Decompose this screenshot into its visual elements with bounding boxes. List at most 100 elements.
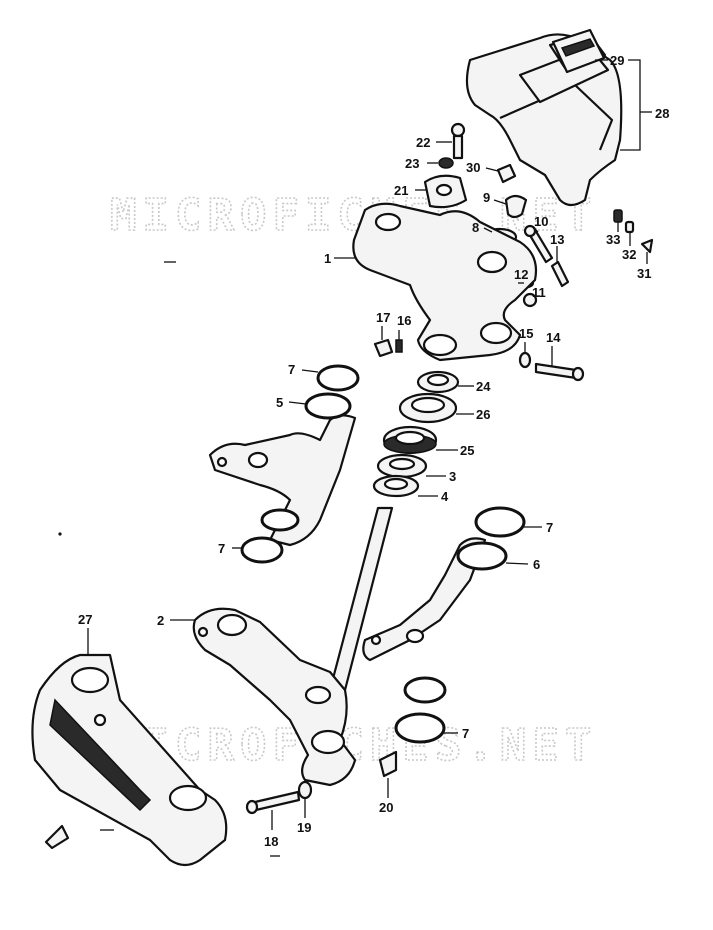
svg-text:31: 31 xyxy=(637,266,651,281)
svg-text:12: 12 xyxy=(514,267,528,282)
label-plate-part-29 xyxy=(551,28,606,74)
fitting-part-32 xyxy=(624,220,635,234)
spring-part-16 xyxy=(395,339,403,353)
washer-part-19 xyxy=(297,780,313,800)
svg-text:27: 27 xyxy=(78,612,92,627)
clip-part-20 xyxy=(378,750,398,778)
svg-text:20: 20 xyxy=(379,800,393,815)
upper-bracket-part-1 xyxy=(352,202,538,362)
callout-6: 6 xyxy=(505,557,540,572)
bolt-part-22 xyxy=(450,122,466,160)
svg-text:5: 5 xyxy=(276,395,283,410)
svg-text:10: 10 xyxy=(534,214,548,229)
svg-text:7: 7 xyxy=(218,541,225,556)
svg-text:6: 6 xyxy=(533,557,540,572)
svg-text:19: 19 xyxy=(297,820,311,835)
steering-stem-part-2 xyxy=(192,506,394,787)
nut-part-11 xyxy=(522,292,538,308)
washer-part-23 xyxy=(438,157,454,169)
clip-part-30 xyxy=(496,163,517,184)
bolt-part-18 xyxy=(245,790,301,815)
svg-text:2: 2 xyxy=(157,613,164,628)
rubber-ring-part-7-upper-right xyxy=(474,506,526,538)
callout-8: 8 xyxy=(472,220,493,235)
fork-cover-bracket-part-6 xyxy=(362,537,508,704)
svg-text:7: 7 xyxy=(462,726,469,741)
callout-10: 10 xyxy=(533,214,548,233)
callout-28: 28 xyxy=(620,59,669,151)
scan-dot xyxy=(58,532,62,536)
fork-cover-bracket-part-5 xyxy=(208,392,357,547)
callout-33: 33 xyxy=(606,222,620,247)
callout-12: 12 xyxy=(514,267,528,284)
svg-text:9: 9 xyxy=(483,190,490,205)
callout-1: 1 xyxy=(324,251,356,266)
callout-31: 31 xyxy=(637,252,651,281)
svg-text:7: 7 xyxy=(288,362,295,377)
svg-text:22: 22 xyxy=(416,135,430,150)
fitting-part-31 xyxy=(640,238,654,254)
svg-text:26: 26 xyxy=(476,407,490,422)
callout-27: 27 xyxy=(78,612,92,656)
svg-text:16: 16 xyxy=(397,313,411,328)
lower-cover-part-27 xyxy=(31,653,228,867)
svg-text:18: 18 xyxy=(264,834,278,849)
svg-text:25: 25 xyxy=(460,443,474,458)
svg-text:21: 21 xyxy=(394,183,408,198)
bolt-part-10 xyxy=(523,224,554,264)
callout-18: 18 xyxy=(264,810,278,849)
callout-3: 3 xyxy=(426,469,456,484)
callout-15: 15 xyxy=(519,326,533,352)
svg-text:11: 11 xyxy=(532,285,546,300)
callout-32: 32 xyxy=(622,232,636,262)
nut-part-17 xyxy=(373,338,394,358)
callout-19: 19 xyxy=(297,798,311,835)
callout-22: 22 xyxy=(416,135,452,150)
callout-7-c: 7 xyxy=(524,520,553,535)
svg-text:32: 32 xyxy=(622,247,636,262)
washer-part-15 xyxy=(518,351,532,369)
callout-26: 26 xyxy=(456,407,490,422)
svg-text:8: 8 xyxy=(472,220,479,235)
callout-4: 4 xyxy=(418,489,449,504)
callout-30: 30 xyxy=(466,160,499,175)
callout-7-a: 7 xyxy=(288,362,319,377)
handlebar-clamp-part-21 xyxy=(423,174,468,209)
rubber-ring-part-7-upper-left xyxy=(316,364,360,392)
callout-21: 21 xyxy=(394,183,426,198)
svg-text:30: 30 xyxy=(466,160,480,175)
callout-17: 17 xyxy=(376,310,390,340)
callout-29: 29 xyxy=(595,53,624,68)
callout-5: 5 xyxy=(276,395,307,410)
callout-16: 16 xyxy=(397,313,411,340)
callout-14: 14 xyxy=(546,330,561,366)
svg-text:13: 13 xyxy=(550,232,564,247)
callout-2: 2 xyxy=(157,613,194,628)
svg-text:33: 33 xyxy=(606,232,620,247)
spring-part-13 xyxy=(550,260,570,288)
svg-text:23: 23 xyxy=(405,156,419,171)
svg-text:3: 3 xyxy=(449,469,456,484)
stem-nut-part-24 xyxy=(416,370,460,394)
svg-text:7: 7 xyxy=(546,520,553,535)
callout-24: 24 xyxy=(458,379,491,394)
svg-text:24: 24 xyxy=(476,379,491,394)
svg-text:15: 15 xyxy=(519,326,533,341)
callout-25: 25 xyxy=(436,443,474,458)
bolt-part-14 xyxy=(534,362,585,382)
callout-11: 11 xyxy=(532,285,546,300)
svg-text:29: 29 xyxy=(610,53,624,68)
rubber-ring-part-7-lower-right xyxy=(394,712,446,744)
direction-arrow-icon xyxy=(44,824,70,850)
svg-text:14: 14 xyxy=(546,330,561,345)
svg-text:4: 4 xyxy=(441,489,449,504)
callout-7-d: 7 xyxy=(444,726,469,741)
callout-7-b: 7 xyxy=(218,541,242,556)
seal-part-4 xyxy=(372,474,420,498)
callout-23: 23 xyxy=(405,156,438,171)
rubber-ring-part-7-lower-left xyxy=(240,536,284,564)
bearing-part-25 xyxy=(382,425,438,455)
race-part-3 xyxy=(376,453,428,479)
cap-part-9 xyxy=(504,194,528,219)
